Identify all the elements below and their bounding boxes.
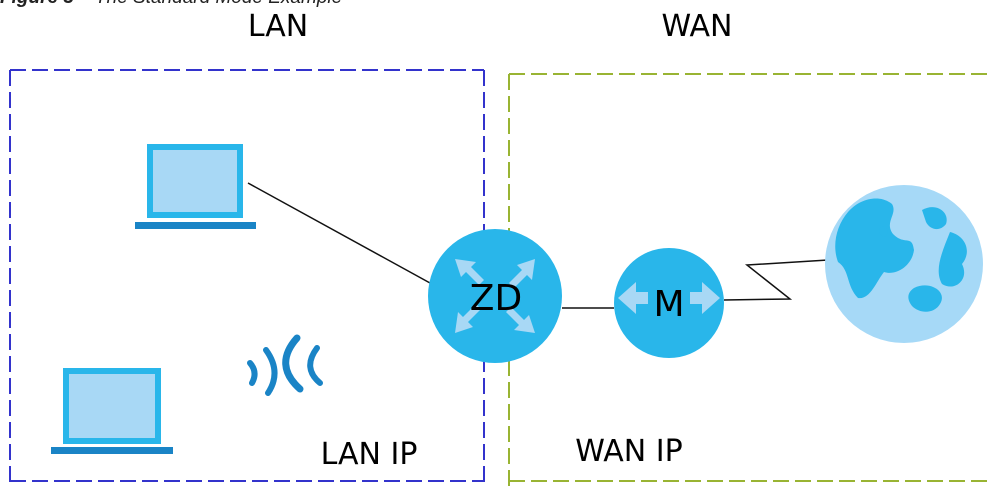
wifi-signal-icon — [247, 334, 323, 396]
globe-icon — [825, 185, 983, 343]
figure-caption: Figure 3 The Standard Mode Example — [0, 0, 342, 9]
lan-ip-label: LAN IP — [321, 437, 418, 472]
zyxel-device-label: ZD — [470, 278, 522, 319]
wan-title: WAN — [662, 9, 733, 44]
figure-number: Figure 3 — [0, 0, 74, 8]
modem-device-label: M — [653, 284, 684, 325]
lan-title: LAN — [248, 9, 308, 44]
lan-link-line — [247, 182, 431, 284]
wan-link-line — [723, 259, 829, 301]
laptop-icon — [135, 144, 256, 229]
router-arrows-icon — [618, 282, 720, 314]
router-arrows-icon — [455, 259, 535, 333]
modem-device: M — [614, 248, 724, 358]
wan-ip-label: WAN IP — [575, 434, 682, 469]
zyxel-device: ZD — [428, 229, 562, 363]
laptop-icon — [51, 368, 173, 454]
figure-title: The Standard Mode Example — [95, 0, 342, 8]
